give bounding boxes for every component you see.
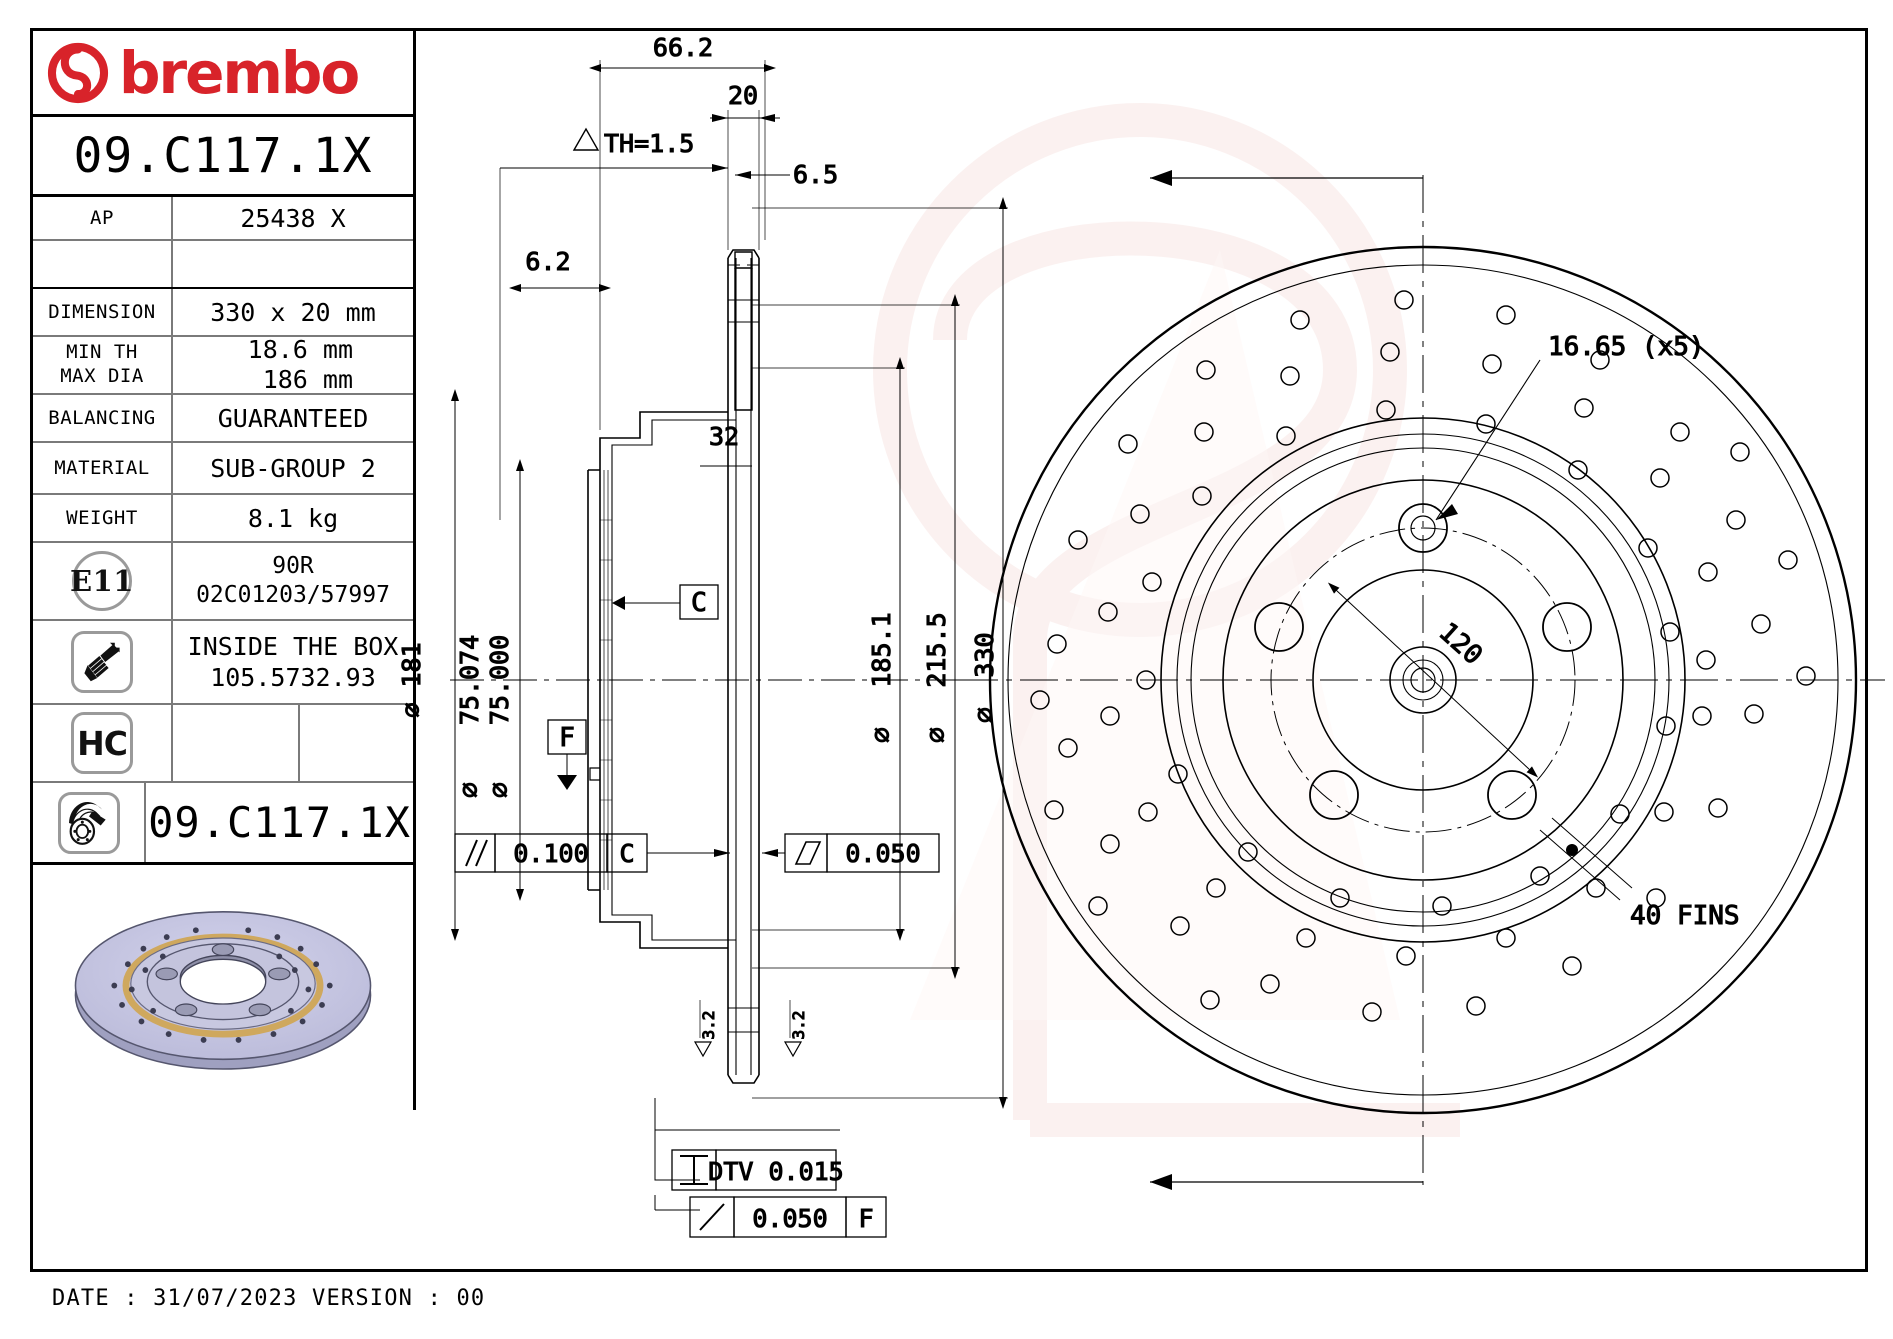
disc-code-value: 09.C117.1X	[148, 798, 411, 847]
dimension-label: DIMENSION	[33, 289, 173, 335]
balancing-value: GUARANTEED	[217, 403, 369, 433]
svg-text:⌀: ⌀	[455, 782, 485, 798]
screws-line2: 105.5732.93	[210, 663, 376, 692]
brembo-mark-icon	[47, 42, 109, 103]
svg-text:3.2: 3.2	[699, 1011, 718, 1040]
spec-table: brembo 09.C117.1X AP 25438 X DIMENSION 3…	[33, 31, 416, 1110]
material-value: SUB-GROUP 2	[210, 453, 376, 483]
e11-badge-icon: E11	[70, 551, 133, 611]
product-photo	[33, 865, 413, 1110]
svg-text:6.5: 6.5	[793, 160, 838, 189]
screws-value: INSIDE THE BOX 105.5732.93	[173, 621, 413, 703]
min-th-label-line1: MIN TH	[66, 341, 138, 364]
svg-text:0.050: 0.050	[752, 1204, 827, 1233]
svg-text:⌀: ⌀	[867, 727, 897, 743]
svg-text:3.2: 3.2	[789, 1011, 808, 1040]
blank-label	[33, 241, 173, 287]
min-th-label: MIN TH MAX DIA	[33, 337, 173, 393]
hc-badge-icon: HC	[71, 712, 133, 774]
min-th-value: 18.6 mm 186 mm	[173, 335, 413, 394]
svg-text:0.100: 0.100	[513, 839, 588, 868]
hc-label: HC	[77, 723, 128, 763]
svg-text:66.2: 66.2	[653, 33, 713, 62]
row-material: MATERIAL SUB-GROUP 2	[33, 443, 413, 495]
balancing-label: BALANCING	[33, 395, 173, 441]
brand-logo: brembo	[33, 31, 413, 117]
min-th-label-line2: MAX DIA	[60, 365, 144, 387]
hc-cell-a	[173, 705, 300, 781]
screws-line1: INSIDE THE BOX	[187, 631, 399, 661]
weight-label: WEIGHT	[33, 495, 173, 541]
svg-text:330: 330	[970, 632, 999, 677]
brake-disc-photo-icon	[74, 911, 372, 1070]
svg-text:C: C	[619, 839, 634, 868]
row-hc: HC	[33, 705, 413, 783]
svg-text:40 FINS: 40 FINS	[1630, 901, 1740, 931]
min-th-value-line2: 186 mm	[262, 365, 353, 394]
dimension-value: 330 x 20 mm	[210, 297, 376, 327]
row-dimension: DIMENSION 330 x 20 mm	[33, 289, 413, 337]
disc-icon-cell	[33, 783, 147, 862]
svg-text:120: 120	[1433, 617, 1488, 671]
row-ap: AP 25438 X	[33, 197, 413, 241]
material-label: MATERIAL	[33, 443, 173, 493]
row-disc-code: 09.C117.1X	[33, 783, 413, 865]
ap-label: AP	[33, 197, 173, 239]
brake-disc-icon	[57, 791, 120, 854]
weight-value: 8.1 kg	[247, 503, 339, 533]
min-th-value-line1: 18.6 mm	[247, 335, 353, 364]
date-version-footer: DATE : 31/07/2023 VERSION : 00	[52, 1286, 486, 1311]
svg-text:32: 32	[709, 422, 739, 451]
ap-value: 25438 X	[240, 203, 346, 233]
screw-icon	[71, 631, 133, 693]
homologation-line2: 02C01203/57997	[196, 582, 390, 608]
svg-text:⌀ 181: ⌀ 181	[397, 642, 426, 717]
homologation-line1: 90R	[272, 553, 314, 580]
svg-text:⌀: ⌀	[970, 707, 1000, 723]
row-weight: WEIGHT 8.1 kg	[33, 495, 413, 543]
svg-text:F: F	[559, 723, 575, 753]
svg-text:TH=1.5: TH=1.5	[604, 129, 694, 158]
svg-text:185.1: 185.1	[867, 612, 896, 687]
hc-badge-cell: HC	[33, 705, 173, 781]
svg-text:20: 20	[728, 81, 758, 110]
screw-icon-cell	[33, 621, 173, 703]
svg-text:F: F	[858, 1204, 873, 1233]
row-screws: INSIDE THE BOX 105.5732.93	[33, 621, 413, 705]
row-min-th: MIN TH MAX DIA 18.6 mm 186 mm	[33, 335, 413, 395]
homologation-value: 90R 02C01203/57997	[173, 543, 413, 619]
svg-text:6.2: 6.2	[525, 247, 570, 276]
svg-text:DTV 0.015: DTV 0.015	[708, 1157, 843, 1186]
svg-text:0.050: 0.050	[845, 839, 920, 868]
e11-badge-cell: E11	[33, 543, 173, 619]
svg-text:⌀: ⌀	[922, 727, 952, 743]
svg-text:16.65 (x5): 16.65 (x5)	[1548, 332, 1705, 362]
row-blank	[33, 241, 413, 289]
svg-text:75.074: 75.074	[455, 635, 484, 725]
svg-text:C: C	[691, 588, 707, 618]
part-number-header: 09.C117.1X	[33, 117, 413, 197]
row-homologation: E11 90R 02C01203/57997	[33, 543, 413, 621]
svg-text:215.5: 215.5	[922, 612, 951, 687]
svg-text:75.000: 75.000	[485, 635, 514, 725]
brand-name: brembo	[119, 38, 360, 107]
svg-text:⌀: ⌀	[485, 782, 515, 798]
hc-empty-cells	[173, 705, 413, 781]
row-balancing: BALANCING GUARANTEED	[33, 395, 413, 443]
